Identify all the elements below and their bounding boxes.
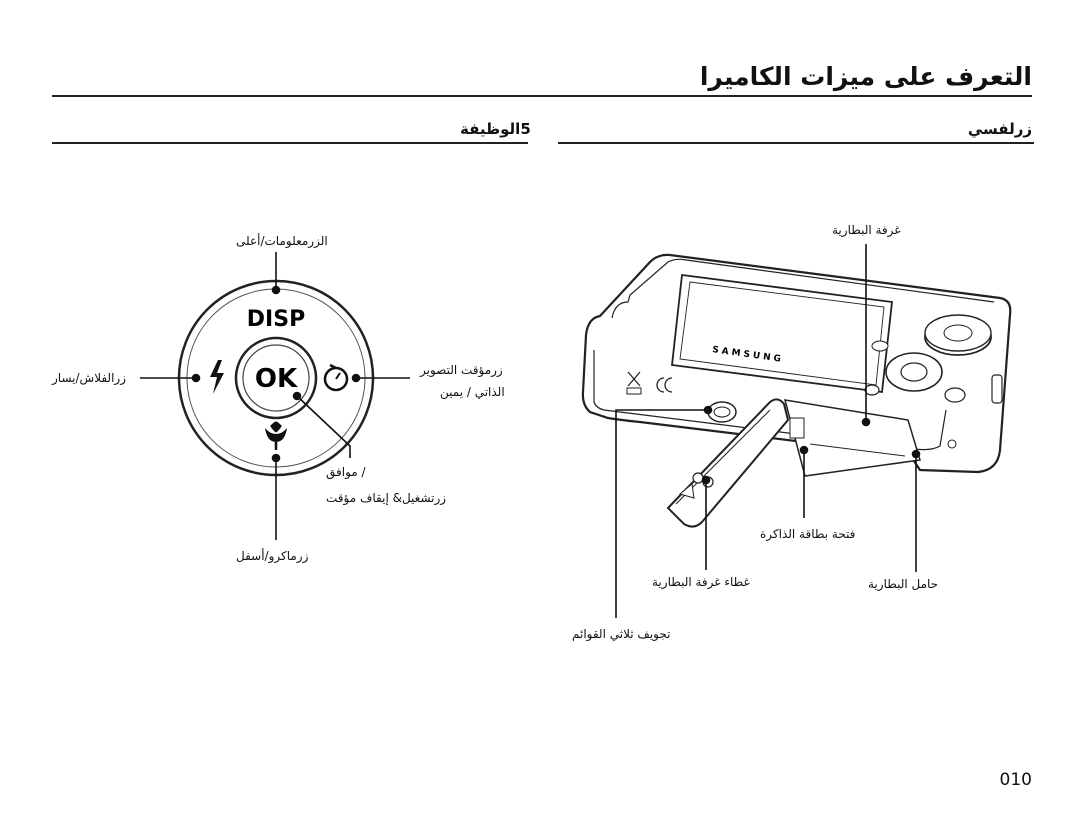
flash-icon <box>210 360 224 394</box>
macro-icon <box>265 421 287 450</box>
page-title: التعرف على ميزات الكاميرا <box>699 62 1032 91</box>
self-timer-icon <box>323 363 349 392</box>
ok-button-label: OK <box>255 364 298 394</box>
label-battery-holder: حامل البطارية <box>868 577 939 591</box>
camera-callouts <box>615 244 921 618</box>
section-left-rule <box>52 142 528 144</box>
label-battery-cover: غطاء غرفة البطارية <box>652 575 750 589</box>
label-flash-left: زرالفلاش/يسار <box>52 371 126 385</box>
label-ok-1: / موافق <box>326 465 366 479</box>
dial-callouts <box>140 252 410 540</box>
label-disp-up: الزرمعلومات/أعلى <box>236 234 328 248</box>
page-number: 010 <box>999 770 1032 790</box>
label-ok-2: زرتشغيل& إيقاف مؤقت <box>326 491 447 505</box>
title-rule <box>52 95 1032 97</box>
camera-body <box>581 253 1012 528</box>
section-left-title: 5الوظيفة <box>460 120 531 138</box>
label-battery-chamber: غرفة البطارية <box>832 223 901 237</box>
disp-button-label: DISP <box>247 307 305 332</box>
label-timer-right-1: زرمؤقت التصوير <box>420 363 503 377</box>
label-memory-slot: فتحة بطاقة الذاكرة <box>760 527 856 541</box>
section-right-title: زرلفسي <box>967 120 1032 138</box>
label-macro-down: زرماكرو/أسفل <box>236 549 309 563</box>
label-tripod-socket: تجويف ثلاثي القوائم <box>572 627 671 641</box>
section-right-rule <box>558 142 1034 144</box>
label-timer-right-2: الذاتي / يمين <box>440 385 505 399</box>
